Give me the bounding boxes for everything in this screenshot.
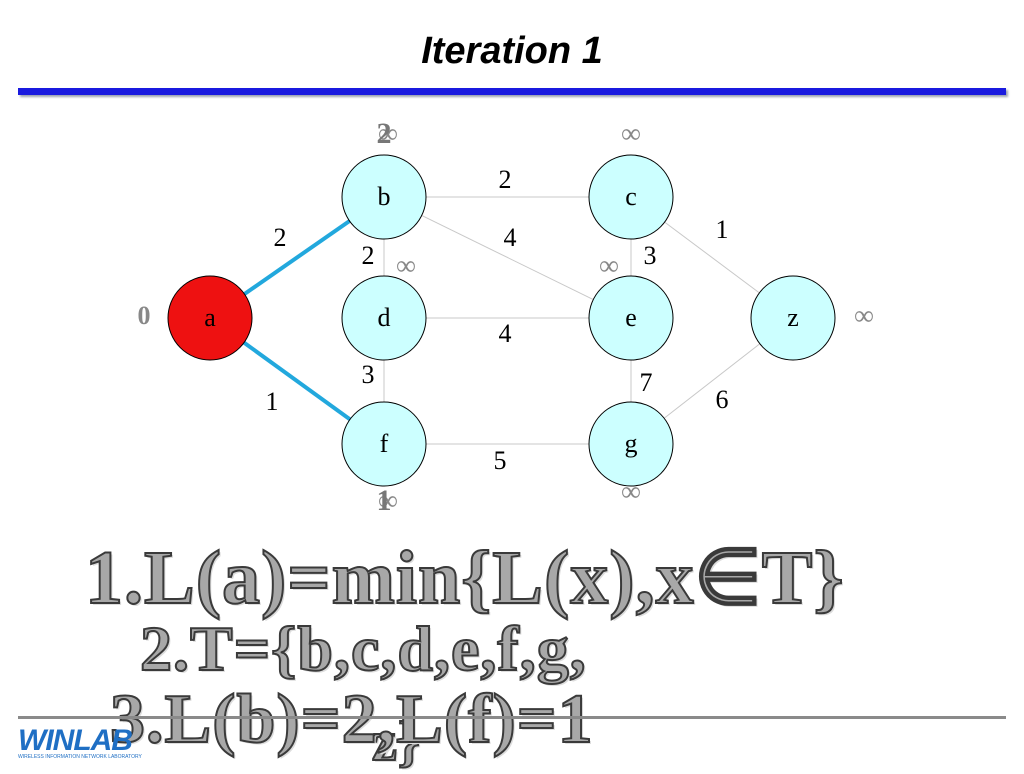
edge-weight-b-e: 4 <box>504 223 517 252</box>
node-label-d: d <box>378 303 391 332</box>
node-z <box>750 275 836 361</box>
step-2-text: 2.T={b,c,d,e,f,g, <box>139 612 587 685</box>
node-label-e: e <box>625 303 637 332</box>
node-g <box>588 401 674 487</box>
distance-label-z: ∞ <box>854 300 874 331</box>
edge-weight-b-c: 2 <box>499 165 512 194</box>
slide-title: Iteration 1 <box>421 30 603 72</box>
distance-overlay-f: ∞ <box>378 485 398 516</box>
node-label-z: z <box>787 303 799 332</box>
edge-g-z <box>663 343 761 419</box>
footer-divider <box>18 716 1006 719</box>
edge-weight-g-z: 6 <box>716 385 729 414</box>
distance-label-d: ∞ <box>396 250 416 281</box>
edge-weight-d-e: 4 <box>499 319 512 348</box>
distance-label-c: ∞ <box>621 118 641 149</box>
node-label-a: a <box>204 303 216 332</box>
edge-a-f <box>242 341 352 421</box>
node-label-c: c <box>625 182 637 211</box>
distance-label-f: 1 <box>377 484 392 517</box>
edge-weight-d-f: 3 <box>362 360 375 389</box>
step-1-text: 1.L(a)=min{L(x),x∈T} <box>84 535 845 621</box>
node-c <box>588 154 674 240</box>
node-e <box>588 275 674 361</box>
logo-subtext: WIRELESS INFORMATION NETWORK LABORATORY <box>18 754 142 760</box>
node-b <box>341 154 427 240</box>
edge-weight-a-b: 2 <box>274 223 287 252</box>
node-f <box>341 401 427 487</box>
node-label-g: g <box>625 429 638 458</box>
edge-weight-c-z: 1 <box>716 215 729 244</box>
node-label-f: f <box>380 429 389 458</box>
distance-label-g: ∞ <box>621 476 641 507</box>
edge-weight-b-d: 2 <box>362 241 375 270</box>
edge-a-b <box>243 219 351 296</box>
edge-weight-e-g: 7 <box>640 368 653 397</box>
step-2-continuation-text: z} <box>371 710 421 774</box>
distance-label-b: 2 <box>377 117 392 150</box>
edge-b-e <box>421 215 594 300</box>
step-3-text: 3.L(b)=2,L(f)=1 <box>109 680 594 759</box>
edge-c-z <box>664 221 760 294</box>
distance-label-a: 0 <box>138 301 151 330</box>
node-a <box>167 275 253 361</box>
edge-weight-c-e: 3 <box>644 241 657 270</box>
edge-weight-f-g: 5 <box>494 446 507 475</box>
logo-text: WINLAB <box>18 724 133 757</box>
node-d <box>341 275 427 361</box>
node-label-b: b <box>378 182 391 211</box>
winlab-logo: WINLAB WIRELESS INFORMATION NETWORK LABO… <box>18 724 168 764</box>
distance-label-e: ∞ <box>599 250 619 281</box>
edge-weight-a-f: 1 <box>266 387 279 416</box>
distance-overlay-b: ∞ <box>378 118 398 149</box>
title-divider <box>18 88 1006 95</box>
